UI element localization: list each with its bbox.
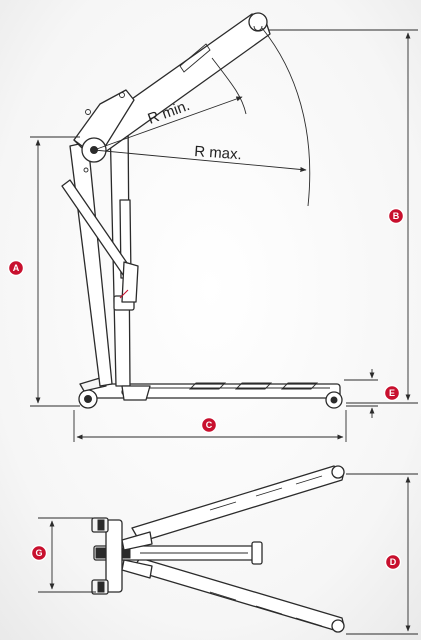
front-wheel (325, 391, 343, 409)
dimension-a (30, 136, 80, 407)
top-view (38, 465, 418, 635)
dimension-b (268, 29, 418, 404)
dimension-c (73, 410, 347, 442)
top-rear-axle (91, 517, 153, 595)
pump-handle (61, 179, 139, 303)
boom-arm (73, 13, 271, 173)
side-view: R min. R max. (30, 12, 418, 442)
badge-e-label: E (389, 388, 395, 398)
badge-a: A (7, 259, 25, 277)
r-max-label: R max. (194, 143, 243, 163)
badge-b: B (387, 207, 405, 225)
dimension-g (38, 517, 96, 593)
badge-d: D (384, 553, 402, 571)
badge-g-label: G (35, 548, 42, 558)
boom-hook (248, 12, 268, 32)
badge-d-label: D (390, 557, 397, 567)
badge-e: E (383, 384, 401, 402)
badge-g: G (30, 544, 48, 562)
badge-b-label: B (393, 211, 400, 221)
badge-c-label: C (206, 420, 213, 430)
badge-c: C (200, 416, 218, 434)
dimension-d (346, 473, 418, 635)
badge-a-label: A (13, 263, 20, 273)
dimension-e (344, 369, 378, 418)
top-leg-lower (131, 557, 345, 633)
